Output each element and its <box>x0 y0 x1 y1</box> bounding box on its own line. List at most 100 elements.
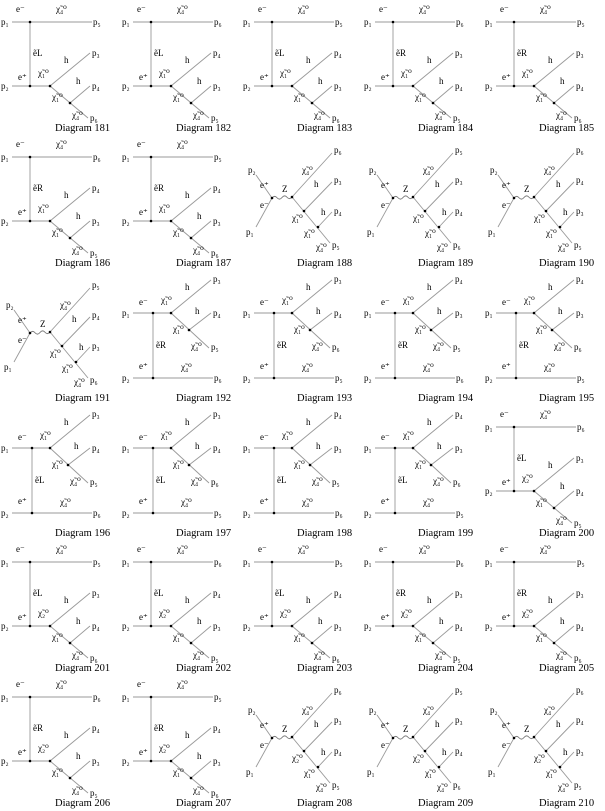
vertex <box>411 195 415 199</box>
higgs1-out-label: p₃ <box>334 274 342 284</box>
selectron-label: ẽL <box>398 475 408 485</box>
p1-label: p₁ <box>488 227 496 237</box>
vertex <box>552 101 556 105</box>
diagram-caption: Diagram 186 <box>55 258 110 269</box>
higgs-line <box>412 592 454 627</box>
selectron-label: ẽR <box>517 48 527 58</box>
higgs-line <box>291 279 333 314</box>
chi4-label: χ̃₄⁰ <box>71 785 83 795</box>
vertex <box>189 776 193 780</box>
chi4-label: χ̃₄⁰ <box>555 515 567 525</box>
e-plus-label: e⁺ <box>18 315 27 325</box>
chi4-label: χ̃₄⁰ <box>69 476 81 486</box>
vertex <box>270 624 274 628</box>
higgs-label: h <box>442 207 447 217</box>
higgs-label: h <box>185 55 190 65</box>
e-minus-label: e⁻ <box>502 297 511 307</box>
higgs2-out-label: p₃ <box>334 443 342 453</box>
higgs-label: h <box>563 747 568 757</box>
higgs-line <box>553 490 575 509</box>
vertex <box>316 765 320 769</box>
higgs-line <box>438 751 454 768</box>
e-minus-label: e⁻ <box>381 200 390 210</box>
higgs-line <box>412 414 454 449</box>
e-minus-label: e⁻ <box>137 4 146 14</box>
chi1-label: χ̃₁⁰ <box>172 767 184 777</box>
intermediate-neutralino-label: χ̃₂⁰ <box>158 743 170 753</box>
vertex <box>316 225 320 229</box>
chi1-label: χ̃₁⁰ <box>293 632 305 642</box>
higgs-label: h <box>306 282 311 292</box>
higgs-line <box>553 625 575 644</box>
chi4-label: χ̃₄⁰ <box>301 362 313 372</box>
higgs-line <box>533 279 575 314</box>
chi1-label: χ̃₁⁰ <box>414 92 426 102</box>
higgs-line <box>551 312 575 331</box>
selectron-label: ẽL <box>33 48 43 58</box>
e-plus-label: e⁺ <box>381 612 390 622</box>
chi4-label: χ̃₄⁰ <box>543 362 555 372</box>
higgs-label: h <box>197 211 202 221</box>
p2-label: p₂ <box>490 705 498 715</box>
higgs-label: h <box>560 481 565 491</box>
vertex <box>149 624 153 628</box>
higgs2-out-label: p₄ <box>334 206 342 216</box>
vertex <box>310 641 314 645</box>
vertex <box>532 735 536 739</box>
higgs-line <box>559 751 575 768</box>
intermediate-neutralino-label: χ̃₁⁰ <box>37 68 49 78</box>
chi4-label: χ̃₄⁰ <box>434 650 446 660</box>
higgs-line <box>311 85 333 104</box>
vertex <box>308 463 312 467</box>
electron-line <box>376 737 394 768</box>
chi1-label: χ̃₁⁰ <box>535 497 547 507</box>
e-plus-label: e⁺ <box>260 72 269 82</box>
top-out-label: p₆ <box>334 685 342 695</box>
vertex <box>169 624 173 628</box>
vertex <box>514 311 518 315</box>
higgs-label: h <box>427 417 432 427</box>
e-minus-label: e⁻ <box>500 4 509 14</box>
neutralino-chain <box>49 760 89 794</box>
chi4-label: χ̃₄⁰ <box>301 165 313 175</box>
top-out-label: p₅ <box>577 557 585 567</box>
higgs-line <box>49 187 91 222</box>
higgs1-out-label: p₄ <box>213 183 221 193</box>
diagram-caption: Diagram 193 <box>297 393 352 404</box>
diagram-caption: Diagram 191 <box>55 393 110 404</box>
chi4-label: χ̃₄⁰ <box>55 139 67 149</box>
higgs-label: h <box>64 55 69 65</box>
p2-label: p₂ <box>243 81 251 91</box>
vertex <box>68 641 72 645</box>
diagram-caption: Diagram 185 <box>539 123 594 134</box>
vertex <box>189 641 193 645</box>
chi1-label: χ̃₁⁰ <box>293 92 305 102</box>
e-plus-label: e⁺ <box>381 180 390 190</box>
higgs2-out-label: p₃ <box>334 621 342 631</box>
higgs1-out-label: p₄ <box>576 175 584 185</box>
chi4-label: χ̃₄⁰ <box>422 165 434 175</box>
chi4-label: χ̃₄⁰ <box>180 362 192 372</box>
selectron-label: ẽR <box>154 183 164 193</box>
higgs-line <box>317 751 333 768</box>
bottom-out-label: p₆ <box>214 373 222 383</box>
higgs-label: h <box>197 616 202 626</box>
chi4-label: χ̃₄⁰ <box>71 650 83 660</box>
vertex <box>169 446 173 450</box>
p1-label: p₁ <box>122 443 130 453</box>
higgs-line <box>75 346 91 363</box>
chi4-label: χ̃₄⁰ <box>190 341 202 351</box>
end-out-label: p₅ <box>453 342 461 352</box>
diagram-caption: Diagram 192 <box>176 393 231 404</box>
chi1-label: χ̃₁⁰ <box>281 430 293 440</box>
selectron-label: ẽR <box>33 183 43 193</box>
e-plus-label: e⁺ <box>502 720 511 730</box>
vertex <box>290 735 294 739</box>
higgs-label: h <box>548 595 553 605</box>
higgs1-out-label: p₄ <box>92 183 100 193</box>
higgs-label: h <box>316 306 321 316</box>
higgs1-out-label: p₄ <box>213 723 221 733</box>
